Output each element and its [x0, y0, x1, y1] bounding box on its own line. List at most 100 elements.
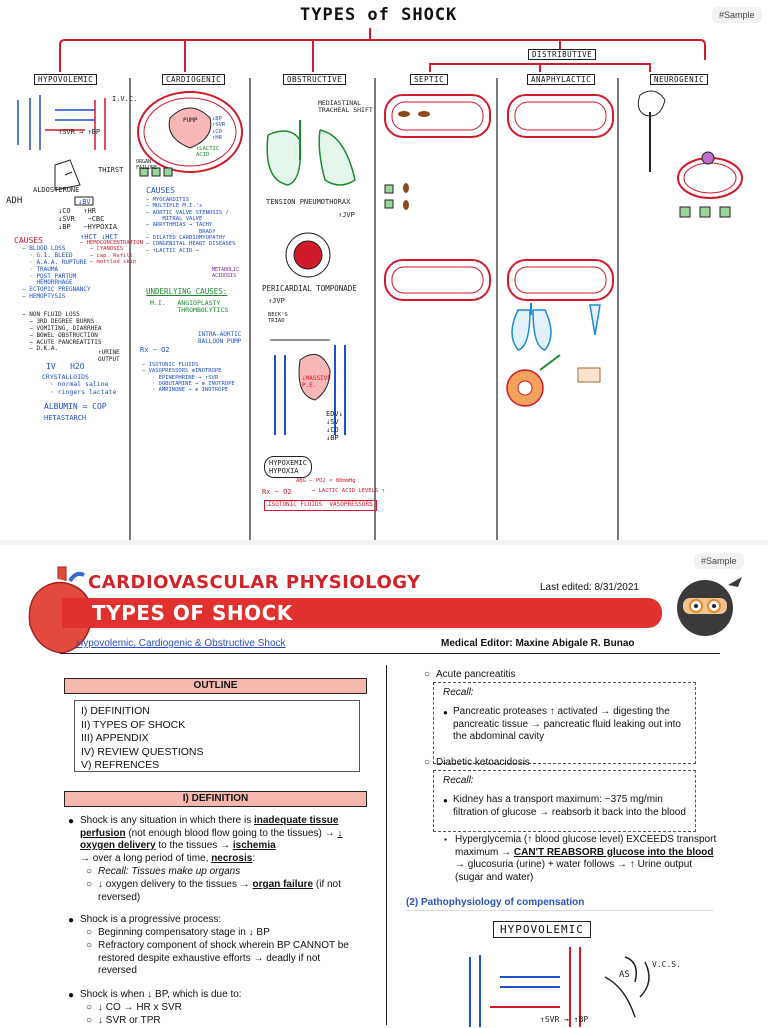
- hypo-stats: ↓CO ↑HR ↓SVR −CBC ↓BP −HYPOXIA: [58, 207, 118, 232]
- outline-item[interactable]: V) REFRENCES: [81, 759, 160, 771]
- recall-box-dka: [433, 770, 696, 832]
- diabetic-ketoacidosis: Diabetic ketoacidosis: [436, 757, 530, 768]
- iv-note: IV H2O: [46, 362, 85, 371]
- mediastinal-shift-note: MEDIASTINAL TRACHEAL SHIFT: [318, 99, 373, 115]
- subtitle-link[interactable]: Hypovolemic, Cardiogenic & Obstructive S…: [76, 638, 286, 649]
- co-line: ↓ CO → HR x SVR: [98, 1002, 182, 1013]
- page-gap: [0, 540, 768, 548]
- thirst-note: THIRST: [98, 166, 124, 174]
- refractory-stage: Refractory component of shock wherein BP…: [98, 940, 349, 976]
- hypo-svr-note: ↑SVR → ↑BP: [58, 128, 101, 136]
- sheet-drawing: [17, 28, 743, 540]
- recall-dka-text: Kidney has a transport maximum: ~375 mg/…: [453, 794, 686, 818]
- vcs-label: V.C.S.: [652, 960, 681, 969]
- sub-bullet: ○: [86, 866, 93, 877]
- column-septic: SEPTIC: [410, 74, 449, 85]
- aldosterone-note: ALDOSTERONE: [33, 186, 80, 194]
- definition-heading: I) DEFINITION: [64, 791, 367, 807]
- recall-label: Recall:: [443, 687, 474, 698]
- cardio-causes: − MYOCARDITIS − MULTIPLE M.I.'s − AORTIC…: [146, 197, 236, 254]
- compensation-heading: (2) Pathophysiology of compensation: [406, 897, 585, 908]
- hypo-causes: − BLOOD LOSS · G.I. BLEED · A.A.A. RUPTU…: [22, 245, 91, 301]
- svr-bp-label: ↑SVR → ↑BP: [540, 1015, 589, 1024]
- svr-line: ↓ SVR or TPR: [98, 1015, 161, 1026]
- sub-bullet: ○: [424, 669, 431, 680]
- becks-triad-note: BECK'S TRIAD: [268, 312, 288, 325]
- adh-note: ADH: [6, 196, 23, 206]
- cardio-treatment: − ISOTONIC FLUIDS − VASOPRESSORS ⊕INOTRO…: [142, 362, 235, 394]
- outline-item[interactable]: III) APPENDIX: [81, 732, 149, 744]
- recall-box-pancreatitis: [433, 682, 696, 764]
- underlying-causes: M.I. ANGIOPLASTY THROMBOLYTICS: [150, 299, 229, 315]
- urine-output-note: ↑URINE OUTPUT: [98, 349, 120, 363]
- compensatory-stage: Beginning compensatory stage in ↓ BP: [98, 927, 270, 938]
- pump-note: PUMP: [183, 117, 198, 124]
- bullet-dot: ●: [68, 990, 75, 1001]
- obstr-flow-note: EDV↓ ↓SV ↓CO ↓BP: [326, 410, 343, 443]
- outline-box: I) DEFINITION II) TYPES OF SHOCK III) AP…: [74, 700, 360, 772]
- hypovolemic-diagram-label: HYPOVOLEMIC: [493, 921, 591, 938]
- column-anaphylactic: ANAPHYLACTIC: [527, 74, 596, 85]
- crystalloids-note: CRYSTALLOIDS · normal saline · ringers l…: [42, 373, 117, 396]
- progressive-process: Shock is a progressive process:: [80, 914, 222, 925]
- hypo-causes-title: CAUSES: [14, 236, 43, 245]
- cardio-lactic: ↑LACTIC ACID: [196, 146, 220, 159]
- metabolic-acidosis-note: METABOLIC ACIDOSIS: [212, 267, 240, 279]
- last-edited: Last edited: 8/31/2021: [540, 582, 639, 593]
- medical-editor: Medical Editor: Maxine Abigale R. Bunao: [441, 638, 635, 649]
- sample-tag-doc: #Sample: [694, 553, 744, 569]
- abg-note: ABG − PO2 < 80mmHg: [296, 478, 356, 484]
- square-bullet: ▪: [444, 835, 447, 844]
- bullet-dot: ●: [443, 708, 448, 717]
- obstr-rx: Rx − O2: [262, 488, 292, 496]
- sheet-title: TYPES of SHOCK: [300, 5, 458, 25]
- section-rule: [404, 910, 714, 911]
- recall-pancreatitis-text: Pancreatic proteases ↑ activated → diges…: [453, 706, 681, 742]
- outline-item[interactable]: II) TYPES OF SHOCK: [81, 718, 186, 731]
- header-art: [28, 566, 742, 654]
- non-fluid-loss: − NON FLUID LOSS − 3RD DEGREE BURNS − VO…: [22, 311, 102, 353]
- sub-bullet: ○: [86, 879, 93, 890]
- column-divider: [386, 665, 387, 1025]
- recall-label: Recall:: [443, 775, 474, 786]
- doc-topic-title: TYPES OF SHOCK: [92, 601, 293, 625]
- ivc-note: I.V.C.: [112, 95, 138, 103]
- recall-tissues: Recall: Tissues make up organs: [98, 866, 241, 877]
- obstr-fluids-note: ISOTONIC FLUIDS VASOPRESSORS: [264, 500, 377, 511]
- acute-pancreatitis: Acute pancreatitis: [436, 669, 516, 680]
- hemoconcentration-note: − HEMOCONCENTRATION − CYANOSIS − cap. Re…: [80, 240, 143, 265]
- bullet-dot: ●: [68, 915, 75, 926]
- hyperglycemia-text: Hyperglycemia (↑ blood glucose level) EX…: [455, 834, 717, 883]
- bv-note: ↓BV: [78, 198, 91, 206]
- outline-item[interactable]: I) DEFINITION: [81, 705, 150, 717]
- bullet-dot: ●: [443, 796, 448, 805]
- header-divider: [60, 653, 720, 654]
- document-page: #Sample CARDIOVASCULAR PHYSIOLOGY TYPES …: [0, 545, 768, 1027]
- column-neurogenic: NEUROGENIC: [650, 74, 709, 85]
- cardio-stats: ↓BP ↑SVR ↓CO ↑HR: [212, 116, 226, 141]
- obstr-lactic-note: → LACTIC ACID LEVELS ↑: [312, 488, 385, 494]
- hct-note: ↑HCT ↓HCT: [80, 233, 118, 241]
- obstr-jvp-note: ↑JVP: [338, 211, 355, 219]
- albumin-note: ALBUMIN = COP: [44, 402, 107, 411]
- column-hypovolemic: HYPOVOLEMIC: [34, 74, 98, 85]
- organ-failure-line: ↓ oxygen delivery to the tissues → organ…: [98, 879, 341, 903]
- title-band: [62, 598, 662, 628]
- doc-subject-title: CARDIOVASCULAR PHYSIOLOGY: [88, 572, 421, 593]
- distributive-label: DISTRIBUTIVE: [528, 49, 597, 60]
- tension-pneumothorax-note: TENSION PNEUMOTHORAX: [266, 198, 351, 206]
- obstr-jvp2-note: ↑JVP: [268, 297, 285, 305]
- sample-tag-top: #Sample: [712, 7, 762, 23]
- hand-drawn-sheet: TYPES of SHOCK #Sample DISTRIBUTIVE HYPO…: [6, 5, 762, 540]
- sub-bullet: ○: [424, 757, 431, 768]
- bullet-dot: ●: [68, 816, 75, 827]
- outline-heading: OUTLINE: [64, 678, 367, 694]
- outline-item[interactable]: IV) REVIEW QUESTIONS: [81, 745, 204, 758]
- cardio-causes-title: CAUSES: [146, 186, 175, 195]
- hypoxemic-hypoxia-note: HYPOXEMIC HYPOXIA: [264, 456, 312, 479]
- underlying-causes-title: UNDERLYING CAUSES:: [146, 287, 228, 296]
- as-label: AS: [619, 970, 630, 980]
- massive-pe-note: ↓MASSIVE P.E.: [302, 375, 331, 389]
- sub-bullet: ○: [86, 1015, 93, 1026]
- shock-low-bp: Shock is when ↓ BP, which is due to:: [80, 989, 242, 1000]
